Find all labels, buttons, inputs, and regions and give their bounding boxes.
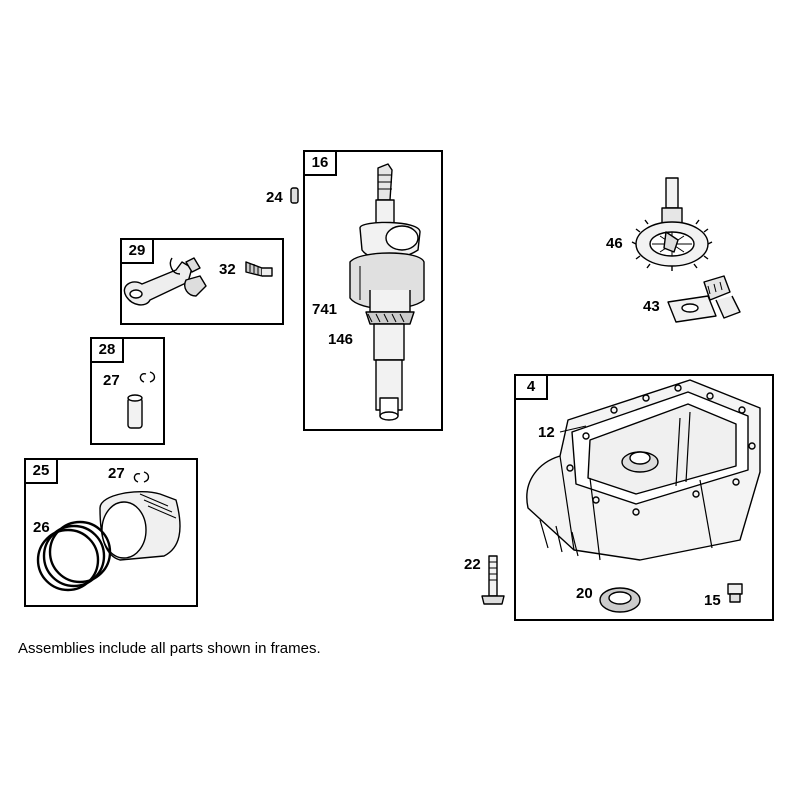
cam-gear-drawing	[631, 177, 713, 271]
crankshaft-drawing	[349, 163, 425, 421]
frame-pin-kit: 28	[90, 337, 165, 445]
crankcase-cover-drawing	[526, 379, 761, 561]
frame-piston: 25	[24, 458, 198, 607]
frame-connecting-rod: 29	[120, 238, 284, 325]
part-label-12: 12	[538, 424, 555, 441]
part-label-146: 146	[328, 331, 354, 348]
governor-drawing	[667, 275, 741, 323]
part-label-27-pin-kit: 27	[103, 372, 120, 389]
frame-crankshaft: 16	[303, 150, 443, 431]
bolt-part-22-drawing	[481, 555, 505, 605]
frame-id-badge: 28	[90, 337, 124, 363]
diagram-caption: Assemblies include all parts shown in fr…	[18, 640, 321, 657]
part-label-22: 22	[464, 556, 481, 573]
part-label-24: 24	[266, 189, 283, 206]
rod-bolt-part-32-drawing	[245, 261, 273, 277]
part-label-43: 43	[643, 298, 660, 315]
part-label-32: 32	[219, 261, 236, 278]
part-label-46: 46	[606, 235, 623, 252]
key-part-24-drawing	[290, 187, 299, 204]
part-label-20: 20	[576, 585, 593, 602]
frame-id-badge: 29	[120, 238, 154, 264]
part-label-741: 741	[312, 301, 338, 318]
piston-rings-drawing	[36, 520, 112, 592]
part-label-26: 26	[33, 519, 50, 536]
frame-crankcase-cover: 4	[514, 374, 774, 621]
part-label-15: 15	[704, 592, 721, 609]
frame-id-badge: 25	[24, 458, 58, 484]
drain-plug-part-15-drawing	[727, 583, 743, 603]
frame-id-badge: 4	[514, 374, 548, 400]
oil-seal-part-20-drawing	[599, 587, 641, 613]
wrist-pin-drawing	[127, 371, 156, 429]
part-label-27-piston: 27	[108, 465, 125, 482]
connecting-rod-drawing	[123, 257, 207, 306]
frame-id-badge: 16	[303, 150, 337, 176]
piston-drawing	[99, 471, 181, 561]
